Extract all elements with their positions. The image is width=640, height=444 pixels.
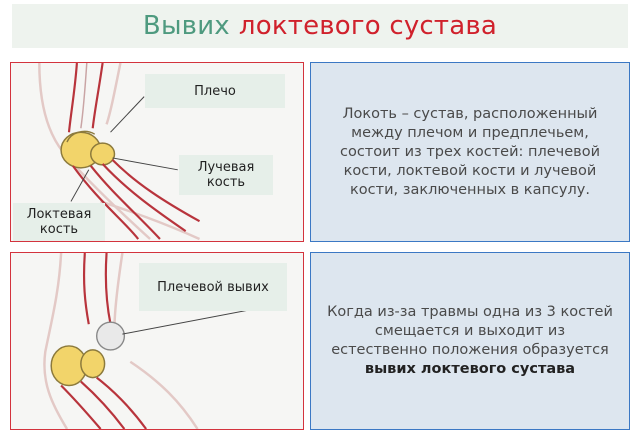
dislocation-description-text: Когда из-за травмы одна из 3 костей смещ… <box>327 304 613 358</box>
dislocation-label: Плечевой вывих <box>139 263 287 311</box>
page-title: Вывих локтевого сустава <box>12 4 628 48</box>
shoulder-label-text: Плечо <box>194 83 236 99</box>
radius-label-line-1: Лучевая <box>197 160 255 175</box>
title-part-2: локтевого сустава <box>238 11 498 41</box>
radius-label-line-2: кость <box>206 175 246 190</box>
dislocation-description-bold: вывих локтевого сустава <box>364 361 576 377</box>
ulna-label-line-1: Локтевая <box>26 207 92 222</box>
title-part-1: Вывих <box>142 11 230 41</box>
dislocation-description: Когда из-за травмы одна из 3 костей смещ… <box>325 303 615 379</box>
elbow-anatomy-illustration <box>38 63 201 241</box>
elbow-description-text: Локоть – сустав, расположенный между пле… <box>339 105 600 198</box>
dislocation-description-panel: Когда из-за травмы одна из 3 костей смещ… <box>310 252 630 430</box>
dislocation-panel: Плечевой вывих <box>10 252 304 430</box>
ulna-label-line-2: кость <box>39 222 79 237</box>
elbow-description-panel: Локоть – сустав, расположенный между пле… <box>310 62 630 242</box>
dislocation-label-text: Плечевой вывих <box>157 279 269 295</box>
shoulder-label: Плечо <box>145 74 285 108</box>
